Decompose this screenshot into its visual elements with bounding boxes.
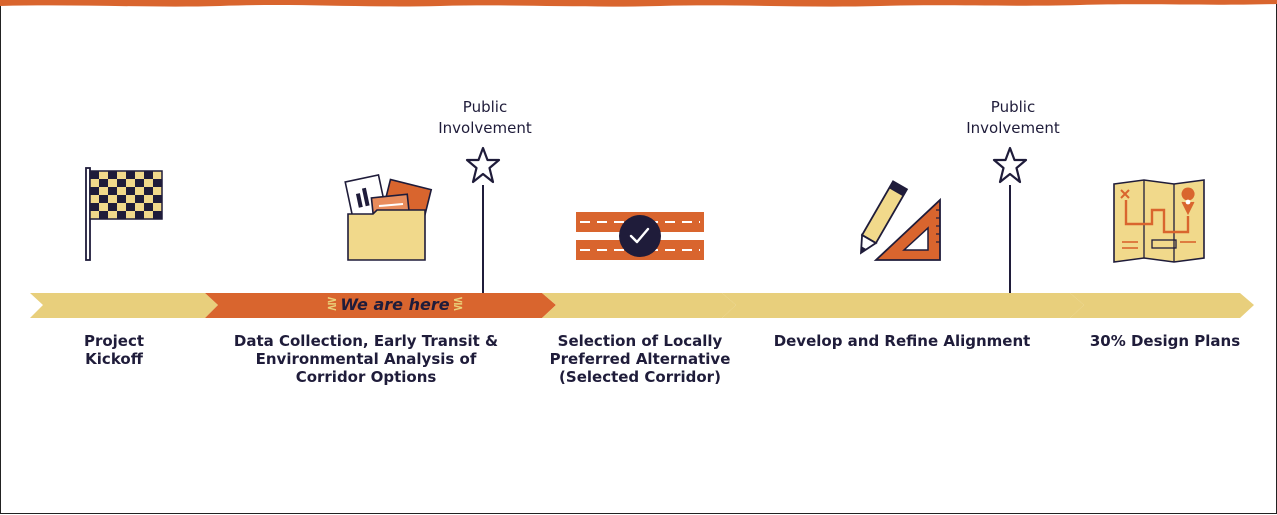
stage-label-selection-lpa: Selection of Locally Preferred Alternati… — [530, 332, 750, 386]
milestone-label-line: Involvement — [966, 119, 1060, 137]
stage-label-line: 30% Design Plans — [1089, 332, 1241, 350]
pencil-triangle-icon — [859, 180, 941, 261]
stage-label-line: Preferred Alternative — [549, 350, 731, 368]
stage-label-line: Corridor Options — [295, 368, 437, 386]
map-icon — [1113, 179, 1205, 263]
chevron-stage-2 — [205, 293, 556, 318]
stage-label-develop-alignment: Develop and Refine Alignment — [752, 332, 1052, 350]
stage-label-line: (Selected Corridor) — [559, 368, 721, 386]
stage-label-data-collection: Data Collection, Early Transit & Environ… — [216, 332, 516, 386]
current-stage-text: We are here — [340, 294, 450, 314]
sparkle-right-icon: ⋚ — [452, 296, 464, 312]
milestone-label-line: Public — [462, 98, 508, 116]
milestone-label: Public Involvement — [958, 97, 1068, 139]
stage-label-line: Data Collection, Early Transit & — [233, 332, 499, 350]
stage-label-project-kickoff: Project Kickoff — [44, 332, 184, 368]
folder-documents-icon — [344, 173, 433, 261]
top-brush-stripe — [0, 0, 1277, 7]
milestone-label: Public Involvement — [430, 97, 540, 139]
star-icon — [992, 146, 1028, 184]
milestone-label-line: Public — [990, 98, 1036, 116]
chevron-stage-4 — [722, 293, 1084, 318]
chevron-stage-3 — [542, 293, 736, 318]
road-check-icon — [576, 212, 704, 260]
stage-label-line: Selection of Locally — [557, 332, 723, 350]
stage-label-line: Environmental Analysis of — [255, 350, 477, 368]
stage-label-line: Develop and Refine Alignment — [773, 332, 1031, 350]
stage-label-line: Kickoff — [85, 350, 143, 368]
sparkle-left-icon: ⋛ — [326, 296, 338, 312]
stage-label-design-plans: 30% Design Plans — [1080, 332, 1250, 350]
stage-label-line: Project — [83, 332, 145, 350]
checkered-flag-icon — [85, 167, 163, 261]
chevron-stage-1 — [30, 293, 218, 318]
star-icon — [465, 146, 501, 184]
chevron-stage-5 — [1070, 293, 1254, 318]
current-stage-marker: ⋛ We are here ⋚ — [290, 292, 500, 316]
milestone-label-line: Involvement — [438, 119, 532, 137]
